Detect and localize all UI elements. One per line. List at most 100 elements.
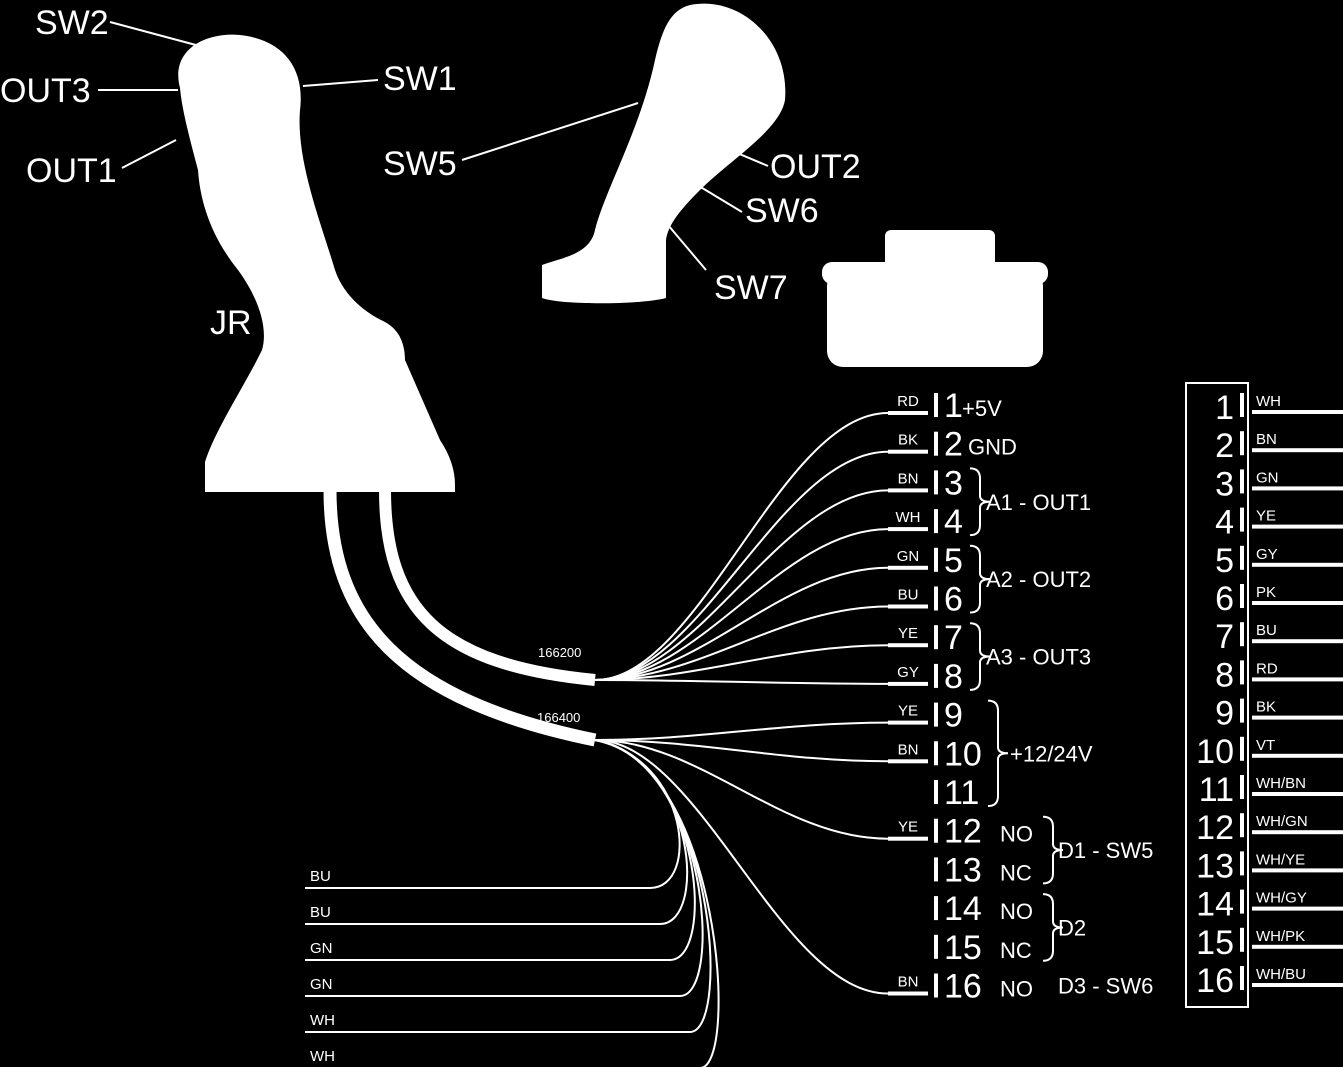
loose-wire-route (594, 739, 681, 889)
right-wire-color: GY (1256, 546, 1278, 563)
fan-wire (594, 739, 889, 763)
right-pin-number: 12 (1196, 809, 1234, 847)
right-pin-number: 8 (1215, 656, 1234, 694)
right-pin-marker (1240, 966, 1244, 990)
pin-signal: NO (1000, 822, 1033, 847)
callout-sw1: SW1 (383, 60, 457, 98)
fan-wire (594, 528, 889, 681)
right-pin-marker (1240, 622, 1244, 647)
loose-wire-route (594, 739, 720, 1067)
loose-wire-label: WH (310, 1012, 335, 1029)
right-pin-marker (1240, 584, 1244, 608)
fan-wire (594, 721, 889, 741)
right-wire-color: WH/BU (1256, 966, 1306, 983)
loose-wire-label: GN (310, 940, 333, 957)
pin-signal: NO (1000, 899, 1033, 924)
pin-marker (934, 393, 938, 417)
callout-lines (98, 21, 769, 271)
pin-number: 7 (944, 619, 963, 657)
wire-color-label: YE (898, 625, 918, 642)
right-pin-marker (1240, 698, 1244, 723)
wire-color-label: WH (896, 509, 921, 526)
right-pin-marker (1240, 927, 1244, 952)
pin-number: 16 (944, 968, 982, 1006)
pin-marker (934, 741, 938, 766)
right-wire-line (1252, 868, 1343, 873)
right-pin-number: 11 (1199, 771, 1234, 809)
right-wire-line (1252, 830, 1343, 835)
right-pin-number: 5 (1215, 542, 1234, 580)
handle-grip (542, 3, 786, 304)
right-pin-marker (1240, 545, 1244, 570)
pin-marker (934, 625, 938, 650)
right-wire-color: RD (1256, 660, 1278, 677)
right-wire-line (1252, 486, 1343, 491)
fan-wire (594, 605, 889, 681)
loose-wire-label: GN (310, 976, 333, 993)
right-wire-color: GN (1256, 469, 1279, 486)
right-pin-number: 3 (1215, 465, 1234, 503)
pin-marker (934, 663, 938, 688)
right-wire-color: WH/BN (1256, 775, 1306, 792)
right-wire-line (1252, 906, 1343, 911)
right-pin-marker (1240, 775, 1244, 799)
wire-color-label: GY (897, 664, 919, 681)
wire-stub (888, 991, 928, 996)
pin-marker (934, 702, 938, 727)
loose-wire-label: BU (310, 904, 331, 921)
fan-wire (594, 450, 889, 681)
fan-wire (594, 412, 889, 681)
pin-marker (934, 934, 938, 959)
right-pin-number: 7 (1215, 618, 1234, 656)
pin-signal: GND (968, 435, 1017, 460)
callout-out3: OUT3 (0, 72, 91, 110)
right-wire-line (1252, 410, 1343, 414)
group-label: A3 - OUT3 (986, 645, 1091, 670)
right-wire-line (1252, 944, 1343, 949)
callout-sw7: SW7 (714, 269, 788, 307)
group-label: D1 - SW5 (1058, 838, 1153, 863)
loose-wire-label: BU (310, 868, 331, 885)
right-pin-number: 13 (1196, 847, 1234, 885)
right-wire-line (1252, 448, 1343, 453)
callout-sw5: SW5 (383, 145, 457, 183)
cable-label-upper: 166200 (538, 645, 581, 660)
right-pin-number: 4 (1215, 504, 1234, 542)
fan-wires (594, 412, 889, 995)
wire-stub (888, 836, 928, 841)
right-connector-box (1185, 382, 1249, 1008)
pin-number: 15 (944, 929, 982, 967)
right-wire-color: VT (1256, 737, 1275, 754)
right-pin-marker (1240, 393, 1244, 417)
pin-number: 10 (944, 735, 982, 773)
pin-number: 8 (944, 658, 963, 696)
right-wire-line (1252, 715, 1343, 720)
pin-number: 13 (944, 851, 982, 889)
wire-stub (888, 604, 928, 609)
pin-number: 5 (944, 542, 963, 580)
right-wire-color: WH/YE (1256, 851, 1305, 868)
wire-stub (888, 681, 928, 686)
pin-marker (934, 780, 938, 804)
right-pin-number: 14 (1196, 886, 1234, 924)
loose-wire-route (594, 739, 689, 925)
wire-color-label: BU (898, 587, 919, 604)
callout-sw2: SW2 (35, 4, 109, 42)
wire-stub (888, 449, 928, 454)
right-pin-number: 16 (1196, 962, 1234, 1000)
wire-stub (888, 720, 928, 725)
wire-color-label: BN (898, 974, 919, 991)
right-wire-line (1252, 639, 1343, 644)
pin-signal: NC (1000, 938, 1032, 963)
group-label: D3 - SW6 (1058, 974, 1153, 999)
pin-marker (934, 509, 938, 534)
right-wire-color: WH/GY (1256, 890, 1307, 907)
fan-wire (594, 739, 889, 840)
right-pin-marker (1240, 660, 1244, 685)
wire-color-label: BK (898, 432, 918, 449)
wire-color-label: BN (898, 741, 919, 758)
right-wire-color: WH/GN (1256, 813, 1308, 830)
pin-marker (934, 973, 938, 998)
